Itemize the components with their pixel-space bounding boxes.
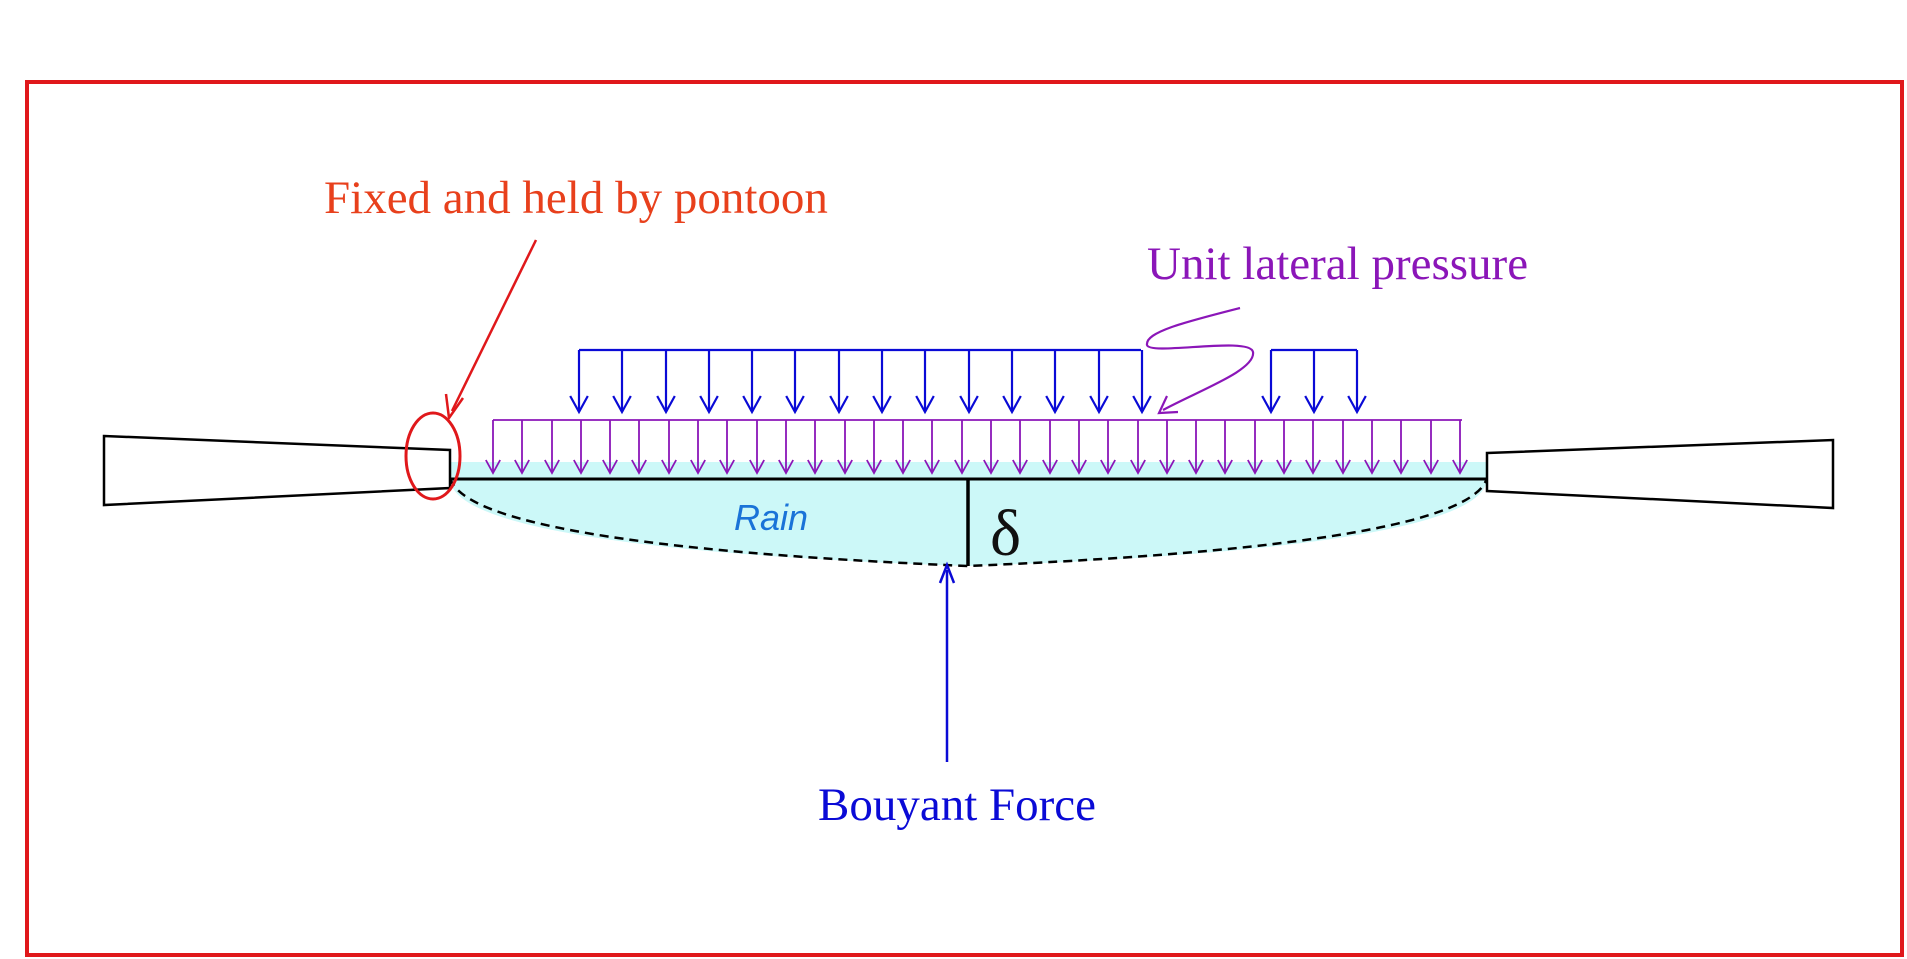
- upper-load-arrow: [569, 350, 589, 415]
- fixed-support-pointer: [450, 239, 538, 412]
- lateral-pressure-arrow: [690, 420, 706, 475]
- buoyant-force-arrow-head: [938, 561, 956, 584]
- lateral-pressure-arrow: [1423, 420, 1439, 475]
- lateral-pressure-arrow: [631, 420, 647, 475]
- upper-load-arrow: [829, 350, 849, 415]
- fixed-support-circle: [404, 411, 462, 501]
- unit-lateral-pressure-pointer: [1145, 306, 1255, 411]
- lateral-pressure-arrows: [485, 420, 1468, 475]
- lateral-pressure-arrow: [1188, 420, 1204, 475]
- lateral-pressure-arrow: [1247, 420, 1263, 475]
- lateral-pressure-arrow: [719, 420, 735, 475]
- deflected-membrane: [448, 477, 1489, 568]
- upper-load-arrow: [1045, 350, 1065, 415]
- upper-distributed-load: [569, 348, 1367, 415]
- fixed-support-label: Fixed and held by pontoon: [324, 172, 828, 224]
- lateral-pressure-arrow: [1305, 420, 1321, 475]
- upper-load-arrow: [699, 350, 719, 415]
- lateral-pressure-arrow: [1012, 420, 1028, 475]
- upper-load-arrow: [612, 350, 632, 415]
- upper-load-arrow: [872, 350, 892, 415]
- lateral-pressure-arrow: [1217, 420, 1233, 475]
- lateral-pressure-arrow: [1100, 420, 1116, 475]
- buoyant-force-label: Bouyant Force: [818, 779, 1096, 831]
- upper-load-arrow: [1304, 350, 1324, 415]
- lateral-pressure-arrow: [661, 420, 677, 475]
- lateral-pressure-arrow: [837, 420, 853, 475]
- lateral-pressure-load: [485, 419, 1468, 475]
- lateral-pressure-arrow: [749, 420, 765, 475]
- unit-lateral-pressure-pointer-head: [1157, 395, 1179, 415]
- lateral-pressure-arrow: [807, 420, 823, 475]
- upper-load-arrows: [569, 350, 1367, 415]
- fixed-support-pointer-head: [444, 393, 465, 422]
- lateral-pressure-arrow: [983, 420, 999, 475]
- lateral-pressure-arrow: [1159, 420, 1175, 475]
- lateral-pressure-arrow: [514, 420, 530, 475]
- lateral-pressure-arrow: [485, 420, 501, 475]
- rain-label: Rain: [734, 497, 808, 538]
- lateral-pressure-arrow: [1276, 420, 1292, 475]
- upper-load-arrow: [959, 350, 979, 415]
- upper-load-arrow: [1089, 350, 1109, 415]
- lateral-pressure-arrow: [1335, 420, 1351, 475]
- lateral-pressure-arrow: [1130, 420, 1146, 475]
- lateral-pressure-arrow: [895, 420, 911, 475]
- deflection-symbol: δ: [990, 497, 1021, 570]
- lateral-pressure-arrow: [1452, 420, 1468, 475]
- lateral-pressure-arrow: [602, 420, 618, 475]
- upper-load-arrow: [742, 350, 762, 415]
- diagram-frame: [25, 80, 1904, 957]
- unit-lateral-pressure-label: Unit lateral pressure: [1147, 238, 1528, 290]
- upper-load-arrow: [656, 350, 676, 415]
- upper-load-arrow: [915, 350, 935, 415]
- upper-load-arrow: [1347, 350, 1367, 415]
- lateral-pressure-arrow: [1042, 420, 1058, 475]
- right-pontoon: [1485, 438, 1835, 510]
- lateral-pressure-arrow: [924, 420, 940, 475]
- upper-load-arrow: [1261, 350, 1281, 415]
- lateral-pressure-arrow: [544, 420, 560, 475]
- upper-load-arrow: [785, 350, 805, 415]
- lateral-pressure-arrow: [1393, 420, 1409, 475]
- lateral-pressure-arrow: [954, 420, 970, 475]
- lateral-pressure-arrow: [1364, 420, 1380, 475]
- left-pontoon: [102, 434, 452, 507]
- lateral-pressure-arrow: [573, 420, 589, 475]
- lateral-pressure-arrow: [778, 420, 794, 475]
- upper-load-arrow: [1132, 350, 1152, 415]
- upper-load-arrow: [1002, 350, 1022, 415]
- lateral-pressure-arrow: [866, 420, 882, 475]
- lateral-pressure-arrow: [1071, 420, 1087, 475]
